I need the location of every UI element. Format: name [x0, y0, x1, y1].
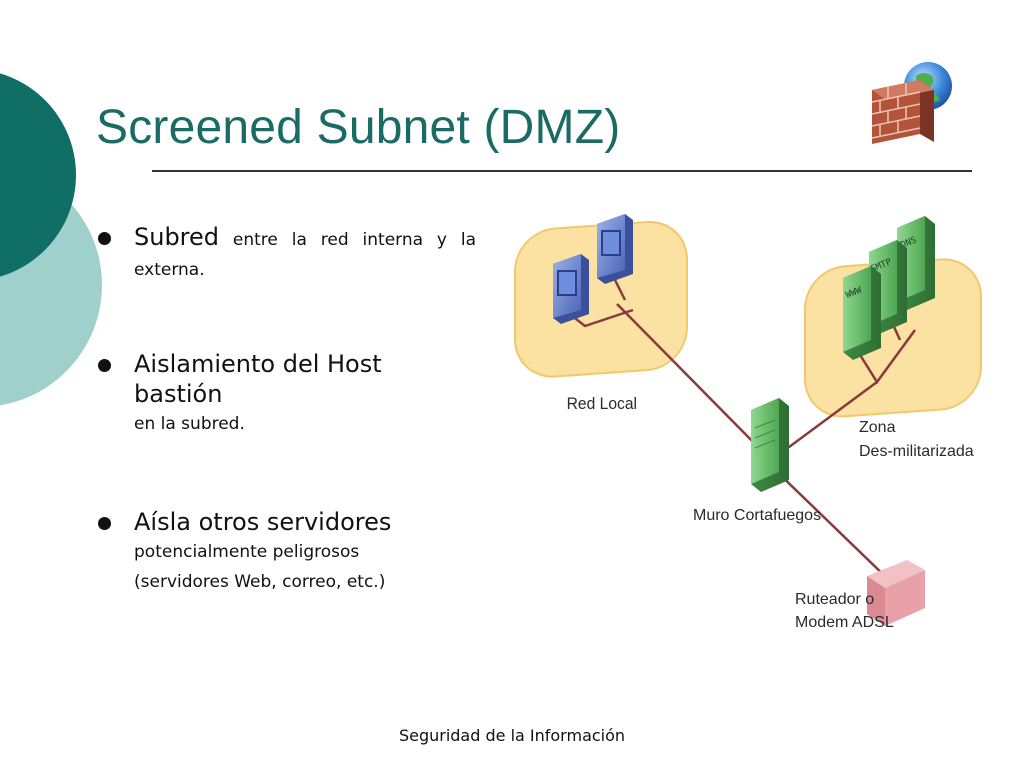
bullet-item: Aísla otros servidores potencialmente pel…: [96, 507, 476, 597]
zona-label-line1: Zona: [859, 419, 896, 436]
www-server-icon: WWW: [843, 266, 881, 360]
dmz-network-diagram: DNS SMTP WWW Red Local Zona Des-militari…: [514, 214, 982, 631]
firewall-to-router-link: [770, 465, 892, 583]
bullet-item: Aislamiento del Host bastión en la subred…: [96, 349, 476, 439]
bullet-text: Subred entre la red interna y la externa…: [134, 222, 476, 285]
red-local-label: Red Local: [567, 394, 637, 413]
title-divider: [152, 170, 972, 172]
zona-label-line2: Des-militarizada: [859, 443, 974, 460]
bullet-dot: [98, 359, 111, 372]
router-icon: [867, 560, 925, 626]
bullet-list: Subred entre la red interna y la externa…: [96, 222, 476, 661]
bullet-sub-text: en la subred.: [134, 414, 245, 434]
firewall-globe-icon: [871, 62, 952, 144]
slide-footer: Seguridad de la Información: [0, 726, 1024, 745]
dark-teal-circle: [0, 73, 76, 277]
bullet-text: Aislamiento del Host bastión en la subred…: [134, 349, 476, 439]
bullet-sub-text: entre la red interna y la externa.: [134, 230, 476, 280]
firewall-server-icon: [751, 398, 789, 492]
firewall-label: Muro Cortafuegos: [693, 507, 821, 524]
router-label-line1: Ruteador o: [795, 591, 874, 608]
bullet-main-text: Aísla otros servidores: [134, 508, 392, 536]
router-label-line2: Modem ADSL: [795, 614, 894, 631]
brick-wall: [871, 80, 934, 144]
slide-title: Screened Subnet (DMZ): [96, 101, 621, 154]
bullet-dot: [98, 232, 111, 245]
decorative-circles: [0, 73, 102, 406]
workstation-2-icon: [597, 214, 633, 284]
bullet-main-text: Aislamiento del Host bastión: [134, 350, 382, 408]
firewall-to-dmz-link: [784, 380, 878, 452]
workstation-1-icon: [553, 254, 589, 324]
bullet-sub-text: potencialmente peligrosos (servidores We…: [134, 542, 386, 592]
bullet-text: Aísla otros servidores potencialmente pel…: [134, 507, 476, 597]
bullet-dot: [98, 517, 111, 530]
footer-text: Seguridad de la Información: [398, 726, 626, 745]
bullet-main-text: Subred: [134, 223, 220, 251]
local-to-firewall-link: [616, 303, 764, 453]
dmz-bus-link: [855, 329, 917, 385]
network-links: [566, 275, 917, 583]
bullet-item: Subred entre la red interna y la externa…: [96, 222, 476, 285]
